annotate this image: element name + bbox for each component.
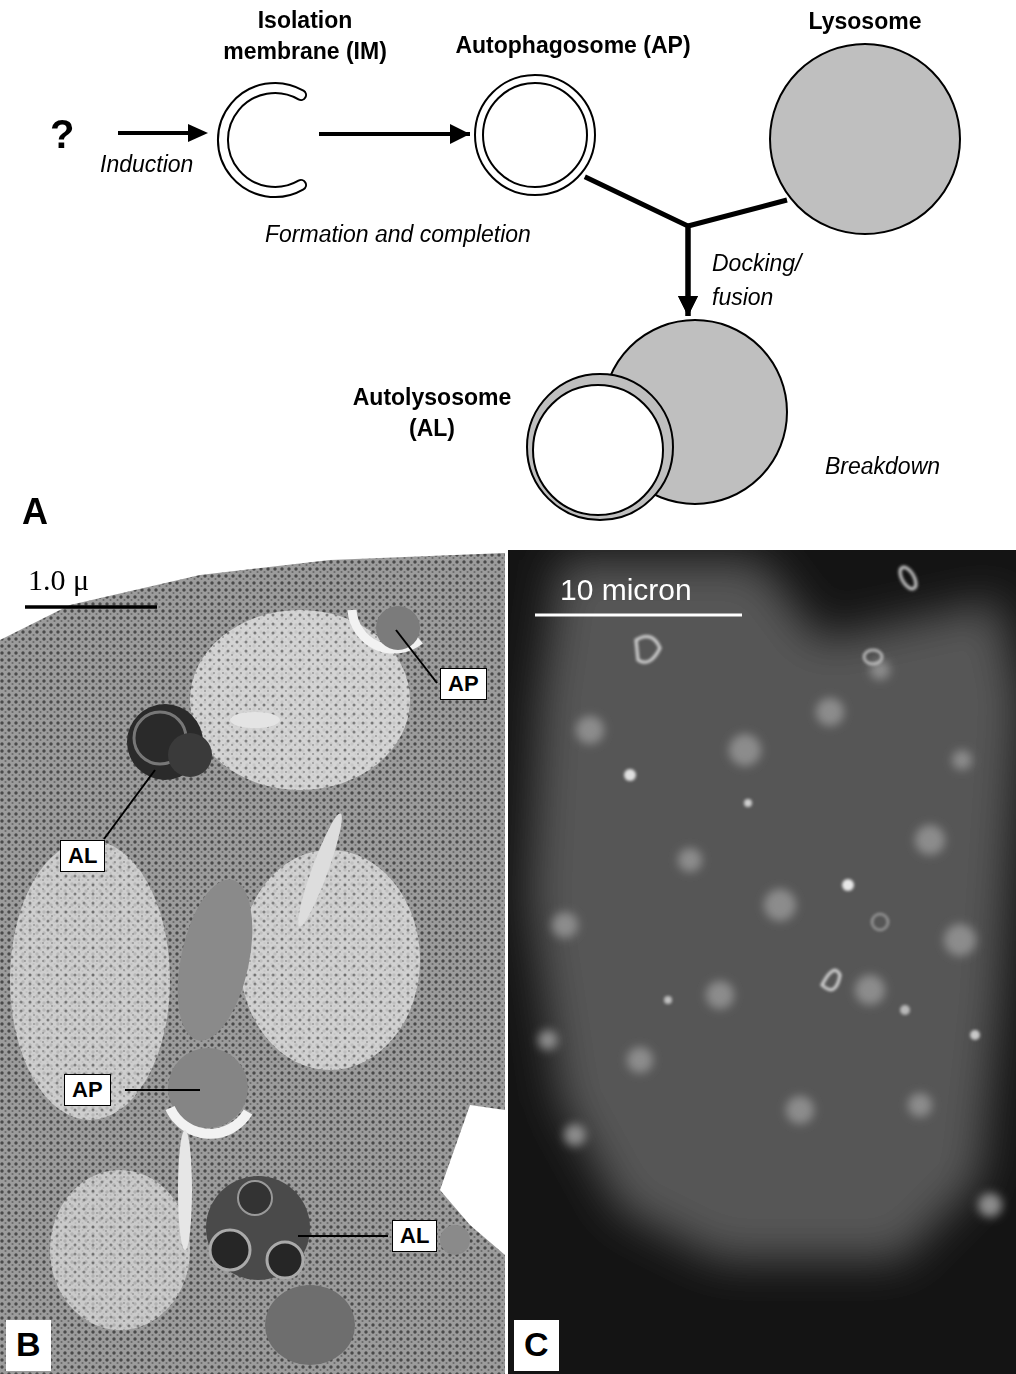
- step-label: Formation and completion: [265, 220, 531, 248]
- flow-arrow: [585, 177, 688, 316]
- er-cisterna: [292, 811, 348, 929]
- flow-arrow: [319, 132, 470, 136]
- glycogen-area: [10, 840, 170, 1120]
- step-label: Induction: [100, 150, 193, 178]
- autolysosome-outline: [528, 318, 788, 524]
- autolysosome-profile: [238, 1181, 272, 1215]
- leader-line: [298, 1235, 388, 1237]
- lysosome: Lysosome: [768, 42, 962, 236]
- glycogen-area: [190, 610, 410, 790]
- autolysosome-profile: [267, 1242, 303, 1278]
- panel-letter: A: [22, 490, 48, 533]
- cell-cytoplasm: [0, 553, 505, 1374]
- isolation-crescent: [170, 1108, 248, 1134]
- em-micrograph: [0, 550, 505, 1374]
- step-label: Docking/ fusion: [712, 246, 822, 314]
- step-label: Breakdown: [825, 452, 940, 480]
- bright-puncta: [624, 565, 980, 1040]
- mitochondrion: [265, 1285, 355, 1365]
- callout-label: AL: [392, 1220, 437, 1252]
- vesicle: [440, 1225, 470, 1255]
- isolation-membrane: Isolation membrane (IM): [215, 75, 315, 205]
- leader-line: [396, 630, 437, 683]
- scale-bar: [535, 614, 742, 617]
- leader-line: [104, 770, 155, 839]
- isolation-membrane-outline: [215, 75, 315, 205]
- er-cisterna: [178, 1130, 192, 1250]
- arrow-shaft: [118, 131, 190, 135]
- node-heading: Autophagosome (AP): [455, 30, 690, 61]
- cell-body: [530, 560, 1016, 1260]
- leader-line: [125, 1089, 200, 1091]
- induction-arrow: [118, 124, 208, 142]
- autolysosome-profile: [206, 1176, 310, 1280]
- autophagosome-profile: [376, 606, 420, 650]
- panel-ground: [0, 550, 505, 1374]
- callout-label: AP: [64, 1074, 111, 1106]
- scale-bar: [25, 605, 157, 609]
- glycogen-area: [240, 850, 420, 1070]
- autophagosome: Autophagosome (AP): [472, 72, 598, 198]
- autophagosome-outline: [472, 72, 598, 198]
- mitochondrion: [165, 873, 266, 1048]
- autolysosome-profile: [210, 1230, 250, 1270]
- node-heading: Isolation membrane (IM): [213, 5, 398, 67]
- er-cisterna: [230, 712, 280, 728]
- callout-label: AP: [440, 668, 487, 700]
- panel-letter: C: [514, 1320, 559, 1371]
- arrow-head: [188, 124, 208, 142]
- diffuse-puncta: [538, 660, 1002, 1217]
- scale-label: 10 micron: [560, 572, 692, 608]
- lysosome-outline: [768, 42, 962, 236]
- panel-letter: B: [6, 1320, 51, 1371]
- callout-label: AL: [60, 840, 105, 872]
- node-heading: Lysosome: [809, 6, 922, 37]
- glycogen-area: [50, 1170, 190, 1330]
- unknown-inducer: ?: [50, 110, 74, 158]
- fluorescence-image: [508, 550, 1016, 1374]
- scale-label: 1.0 μ: [28, 562, 89, 598]
- autolysosome: Autolysosome (AL): [528, 318, 788, 524]
- node-heading: Autolysosome (AL): [332, 382, 532, 444]
- autolysosome-profile: [168, 733, 212, 777]
